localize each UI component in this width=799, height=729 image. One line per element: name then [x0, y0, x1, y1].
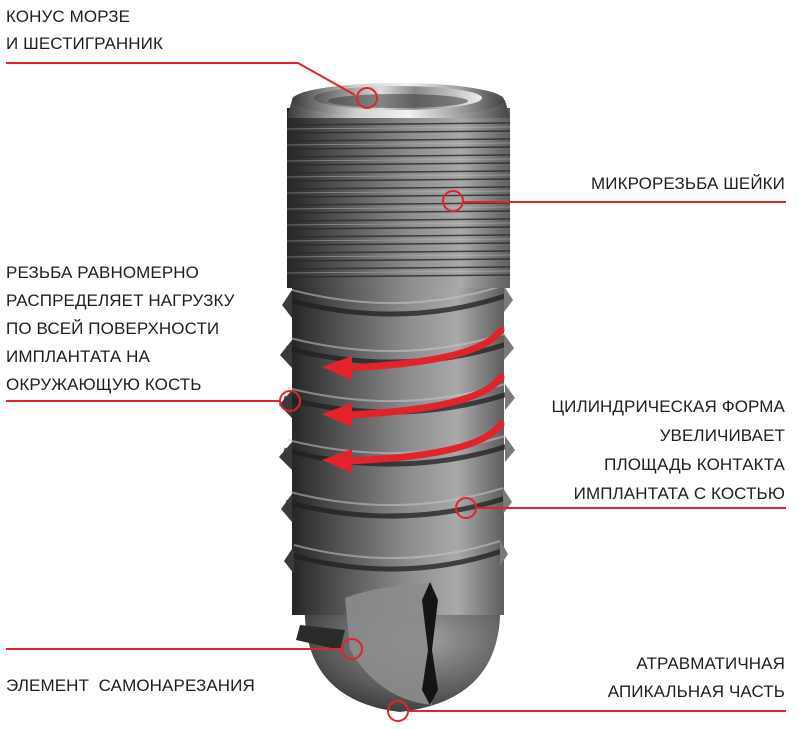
callout-cylindrical-form: ЦИЛИНДРИЧЕСКАЯ ФОРМА УВЕЛИЧИВАЕТ ПЛОЩАДЬ…: [551, 392, 785, 508]
callout-neck-microthread: МИКРОРЕЗЬБА ШЕЙКИ: [591, 170, 785, 197]
callout-text: УВЕЛИЧИВАЕТ: [659, 426, 785, 445]
callout-text: РЕЗЬБА РАВНОМЕРНО: [6, 263, 199, 282]
callout-text: ИМПЛАНТАТА С КОСТЬЮ: [573, 484, 785, 503]
callout-text: И ШЕСТИГРАННИК: [6, 34, 163, 53]
callout-text: ОКРУЖАЮЩУЮ КОСТЬ: [6, 375, 202, 394]
arrow-left-icon: [322, 326, 505, 380]
callout-marker-atraumatic-apex: [387, 700, 409, 722]
callout-marker-neck-microthread: [442, 190, 464, 212]
arrow-left-icon: [322, 373, 505, 427]
callout-atraumatic-apex: АТРАВМАТИЧНАЯ АПИКАЛЬНАЯ ЧАСТЬ: [608, 650, 785, 706]
callout-text: КОНУС МОРЗЕ: [6, 7, 131, 26]
callout-text: АТРАВМАТИЧНАЯ: [636, 654, 785, 673]
callout-text: МИКРОРЕЗЬБА ШЕЙКИ: [590, 174, 785, 193]
leader-line-morse-taper: [6, 62, 356, 96]
arrow-left-icon: [322, 420, 505, 473]
callout-text: ПЛОЩАДЬ КОНТАКТА: [604, 455, 785, 474]
callout-text: АПИКАЛЬНАЯ ЧАСТЬ: [607, 682, 785, 701]
callout-marker-thread-load: [279, 390, 301, 412]
callout-text: ПО ВСЕЙ ПОВЕРХНОСТИ: [6, 319, 220, 338]
callout-text: ЭЛЕМЕНТ САМОНАРЕЗАНИЯ: [6, 676, 255, 695]
rotation-arrows: [322, 326, 505, 473]
callout-self-tapping: ЭЛЕМЕНТ САМОНАРЕЗАНИЯ: [6, 618, 255, 726]
implant-body: [279, 83, 515, 712]
callout-thread-load: РЕЗЬБА РАВНОМЕРНО РАСПРЕДЕЛЯЕТ НАГРУЗКУ …: [6, 259, 235, 399]
callout-text: РАСПРЕДЕЛЯЕТ НАГРУЗКУ: [6, 291, 235, 310]
callout-marker-morse-taper: [356, 87, 378, 109]
callout-text: ИМПЛАНТАТА НА: [6, 347, 150, 366]
callout-morse-taper: КОНУС МОРЗЕ И ШЕСТИГРАННИК: [6, 3, 163, 57]
callout-marker-cylindrical-form: [455, 497, 477, 519]
callout-text: ЦИЛИНДРИЧЕСКАЯ ФОРМА: [551, 397, 785, 416]
callout-marker-self-tapping: [341, 638, 363, 660]
